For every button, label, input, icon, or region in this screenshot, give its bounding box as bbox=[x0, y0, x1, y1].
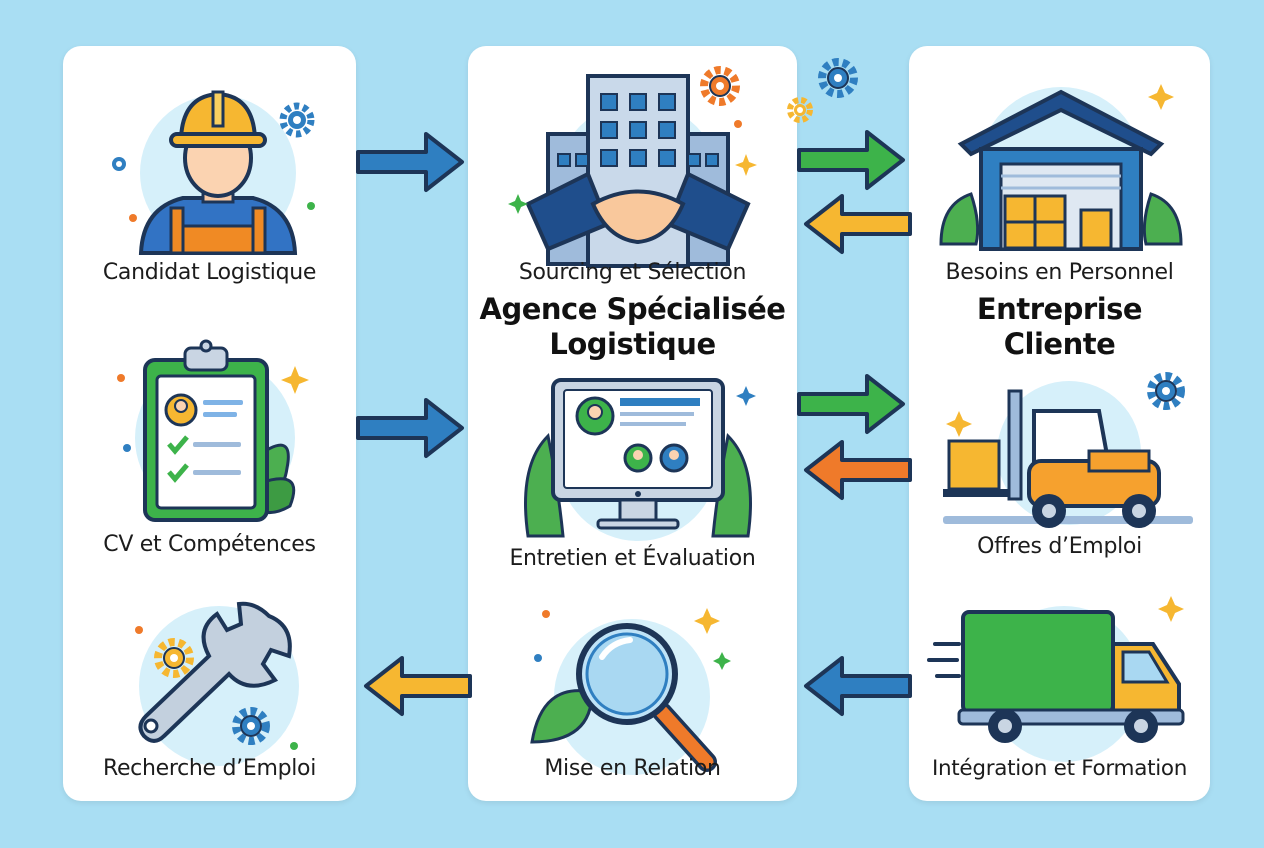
monitor-profiles-icon bbox=[508, 376, 768, 546]
arrow-left-blue-bottom bbox=[804, 656, 912, 716]
candidate-panel: Candidat Logistique CV et Compétences bbox=[63, 46, 356, 801]
arrow-right-blue-middle bbox=[356, 398, 464, 458]
forklift-icon bbox=[939, 371, 1199, 531]
client-panel: Besoins en Personnel Entreprise Cliente … bbox=[909, 46, 1210, 801]
client-title-line1: Entreprise bbox=[976, 292, 1143, 326]
arrow-right-green-middle bbox=[797, 374, 905, 434]
warehouse-icon bbox=[931, 74, 1191, 254]
arrow-left-orange-bottom bbox=[364, 656, 472, 716]
arrow-left-deep-orange-middle bbox=[804, 440, 912, 500]
gear-icon bbox=[1141, 366, 1191, 416]
staff-needs-label: Besoins en Personnel bbox=[945, 260, 1174, 285]
worker-hardhat-icon bbox=[103, 68, 333, 255]
arrow-right-blue-top bbox=[356, 132, 464, 192]
cv-skills-label: CV et Compétences bbox=[103, 532, 316, 557]
job-offers-label: Offres d’Emploi bbox=[977, 534, 1142, 559]
onboarding-training-label: Intégration et Formation bbox=[931, 756, 1188, 781]
agency-title-line2: Logistique bbox=[549, 327, 716, 361]
agency-panel: Sourcing et Sélection Agence Spécialisée… bbox=[468, 46, 858, 801]
gear-icon bbox=[787, 54, 868, 123]
arrow-right-green-top bbox=[797, 130, 905, 190]
agency-title-line1: Agence Spécialisée bbox=[479, 292, 786, 326]
cv-clipboard-icon bbox=[105, 338, 325, 528]
client-title-line2: Cliente bbox=[1003, 327, 1116, 361]
wrench-gears-icon bbox=[119, 586, 319, 786]
job-search-label: Recherche d’Emploi bbox=[102, 756, 317, 781]
candidate-label: Candidat Logistique bbox=[102, 260, 317, 285]
delivery-truck-icon bbox=[927, 594, 1199, 764]
matching-label: Mise en Relation bbox=[544, 756, 721, 781]
building-handshake-icon bbox=[498, 64, 778, 274]
arrow-left-orange-top bbox=[804, 194, 912, 254]
sourcing-selection-label: Sourcing et Sélection bbox=[518, 260, 747, 285]
magnifier-icon bbox=[522, 602, 742, 782]
interview-evaluation-label: Entretien et Évaluation bbox=[509, 546, 756, 571]
